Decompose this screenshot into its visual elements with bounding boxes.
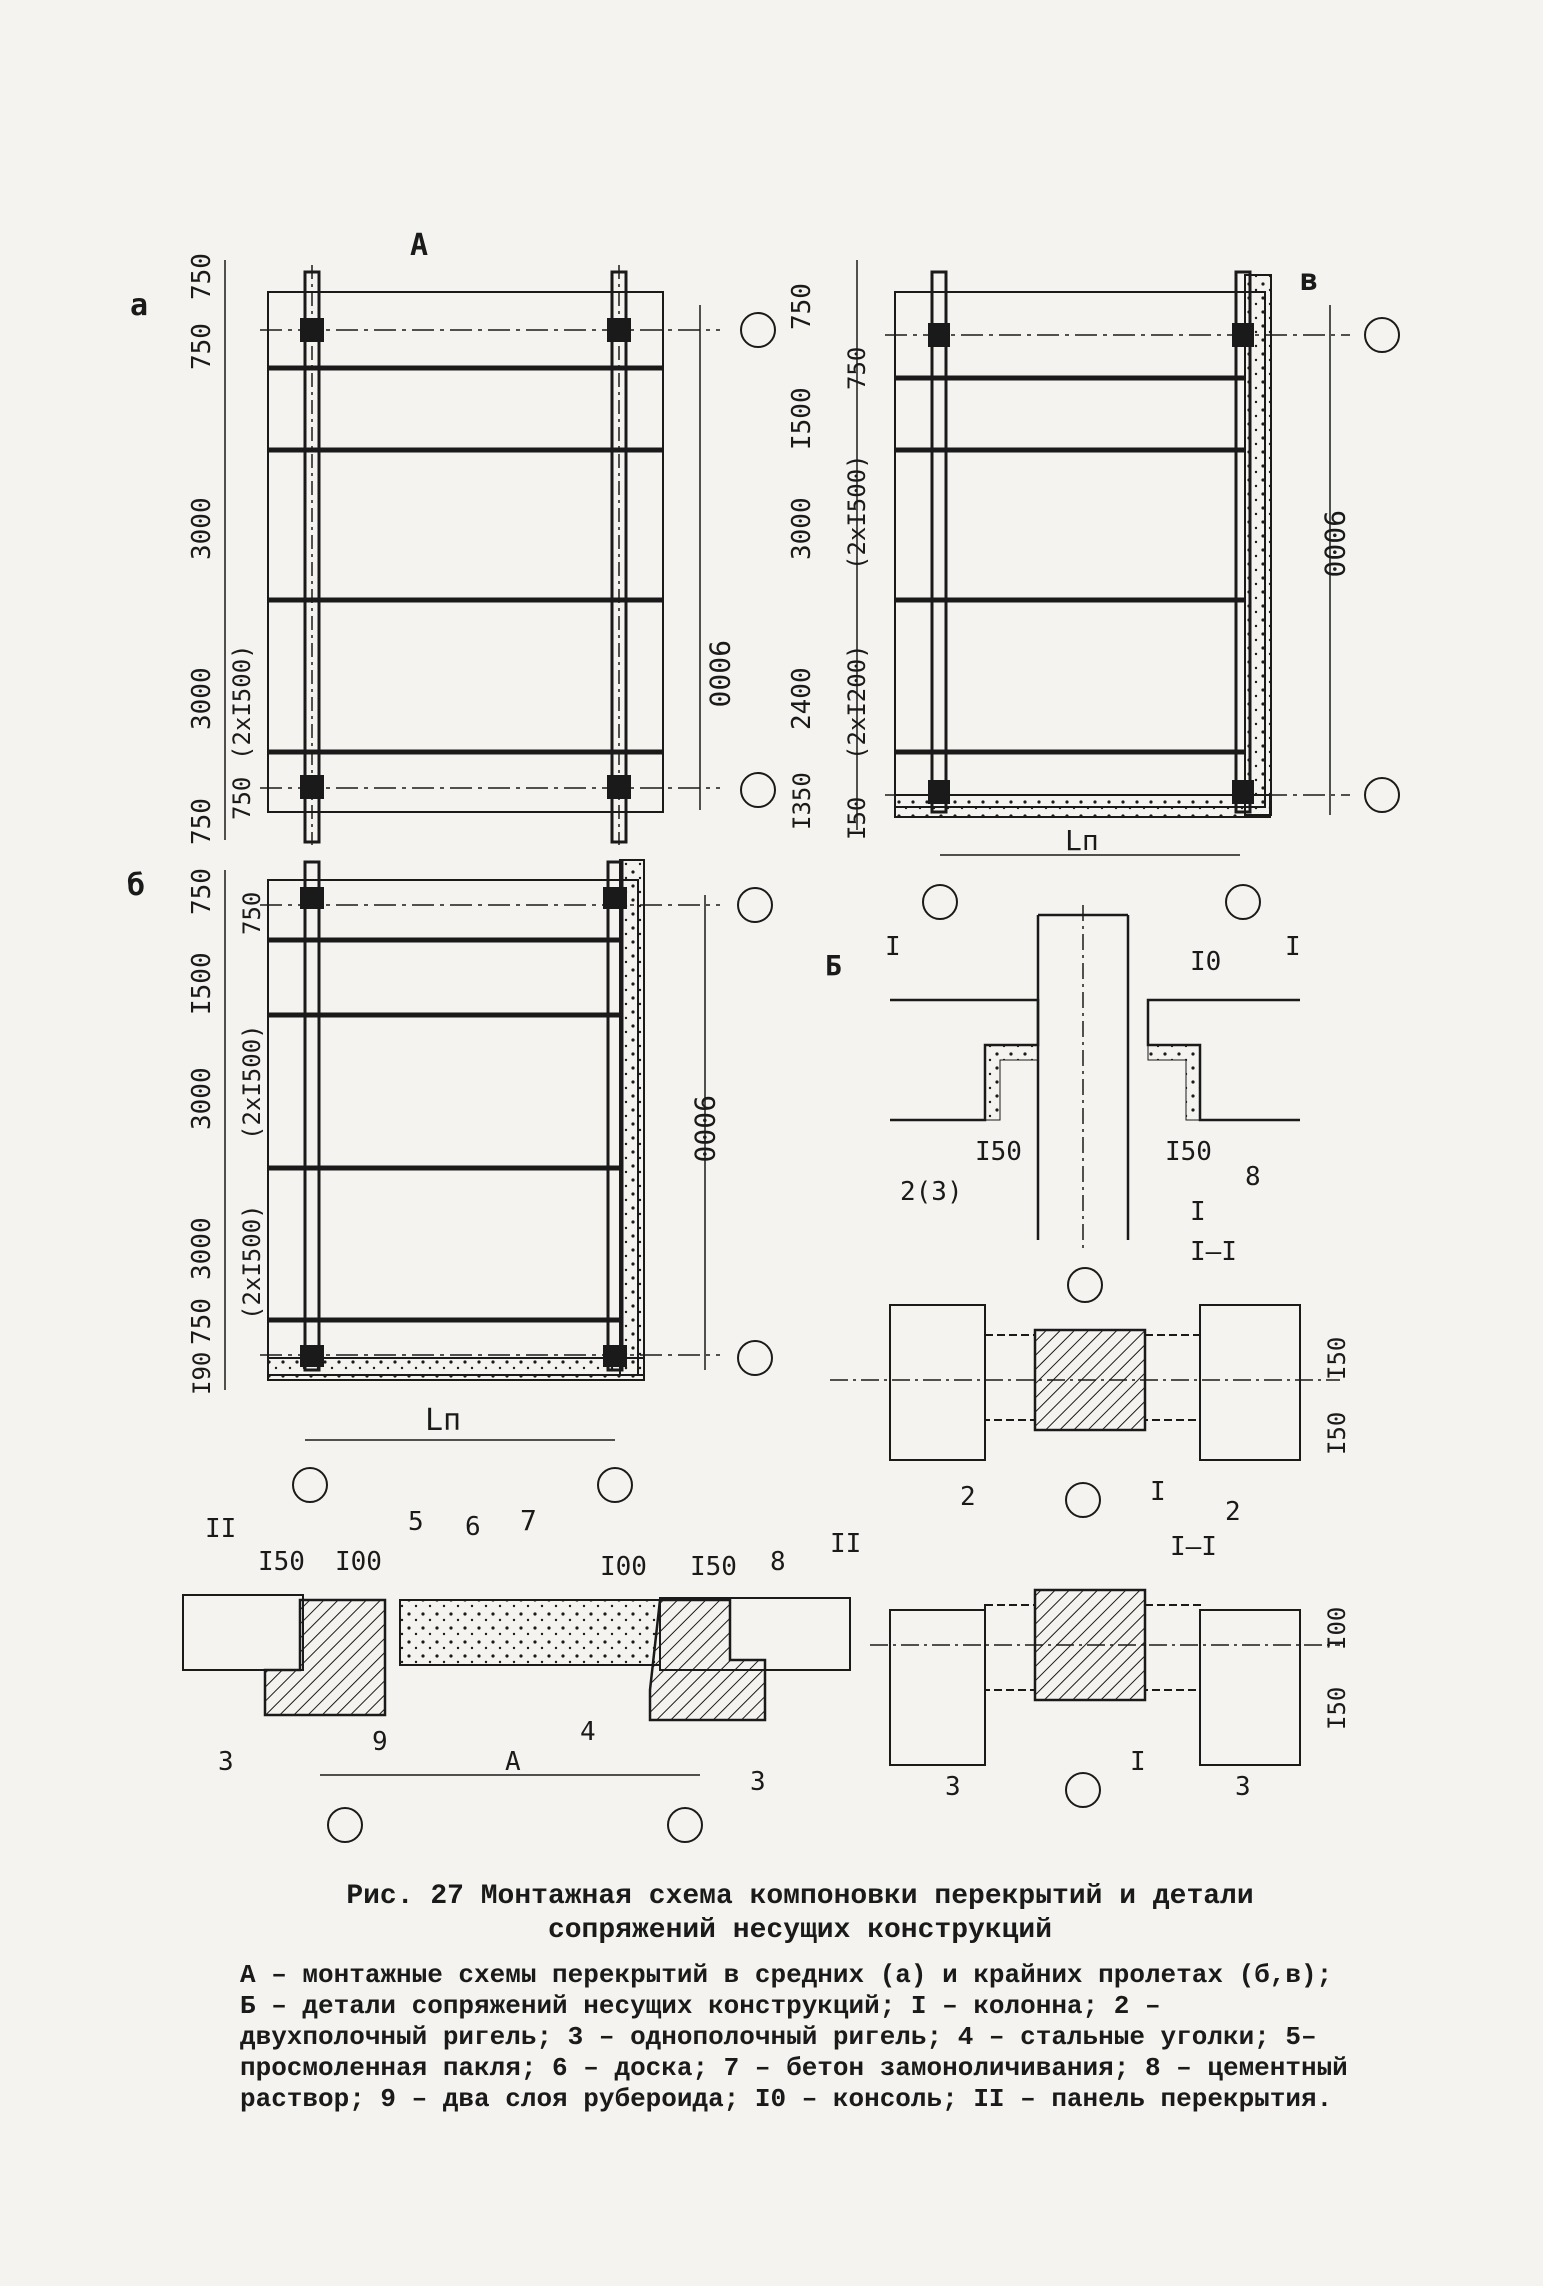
dim-v-1350: I350: [788, 772, 816, 830]
dim-lower-150: I50: [1323, 1687, 1351, 1730]
callout-1-detail: I: [1190, 1197, 1206, 1227]
dim-v-2x1500: (2xI500): [843, 454, 871, 570]
callout-5: 5: [408, 1507, 424, 1537]
callout-6: 6: [465, 1512, 481, 1542]
figure-title: Рис. 27 Монтажная схема компоновки перек…: [240, 1880, 1360, 1948]
section-label-lower: I–I: [1170, 1532, 1217, 1562]
label-detail: Б: [825, 949, 842, 982]
dim-v-150: I50: [843, 797, 871, 840]
figure-title-line1: Рис. 27 Монтажная схема компоновки перек…: [346, 1881, 1254, 1912]
callout-2-3: 2(3): [900, 1177, 963, 1207]
dim-b-2x1500-2: (2xI500): [238, 1204, 266, 1320]
callout-9: 9: [372, 1727, 388, 1757]
callout-2-left: 2: [960, 1482, 976, 1512]
callout-2-right: 2: [1225, 1497, 1241, 1527]
callout-3-right: 3: [750, 1767, 766, 1797]
cut-mark-left: I: [885, 932, 901, 962]
scheme-b: б 750 750 I500 3000 (2xI500) 3000 (2xI50…: [127, 859, 773, 1503]
callout-3-lower-left: 3: [945, 1772, 961, 1802]
label-main-a: А: [410, 228, 428, 263]
dim-a-3000-1: 3000: [187, 497, 217, 560]
dim-detail-150-left: I50: [975, 1137, 1022, 1167]
dim-a-2x1500: (2xI500): [228, 644, 256, 760]
section-i-lower: I–I 3 3 I I00 I50: [870, 1532, 1351, 1808]
label-b: б: [127, 868, 145, 903]
dim-ii-150-right: I50: [690, 1552, 737, 1582]
label-v: в: [1300, 263, 1318, 298]
callout-7: 7: [520, 1504, 537, 1537]
dim-a-3000-2: 3000: [187, 667, 217, 730]
dim-lower-100: I00: [1323, 1607, 1351, 1650]
dim-b-2x1500-1: (2xI500): [238, 1024, 266, 1140]
callout-3-left: 3: [218, 1747, 234, 1777]
dim-detail-150-right: I50: [1165, 1137, 1212, 1167]
callout-1-upper: I: [1150, 1477, 1166, 1507]
cut-mark-right: I: [1285, 932, 1301, 962]
dim-upper-150-1: I50: [1323, 1337, 1351, 1380]
dim-ii-a: А: [505, 1747, 521, 1777]
dim-v-2x1200: (2xI200): [843, 644, 871, 760]
dim-b-1500: I500: [187, 952, 217, 1015]
dim-b-190: I90: [188, 1352, 216, 1395]
callout-4: 4: [580, 1717, 596, 1747]
figure-legend: А – монтажные схемы перекрытий в средних…: [240, 1960, 1364, 2114]
section-ii: II II I50 I00 I00 I50 5 6 7 8 3 9 4 3 А: [182, 1504, 861, 1843]
section-i-upper: I–I 2 2 I I50 I50: [830, 1237, 1351, 1527]
dim-ii-150-left: I50: [258, 1547, 305, 1577]
dim-v-9000: 9000: [1318, 510, 1351, 577]
dim-ii-100-right: I00: [600, 1552, 647, 1582]
dim-b-3000-2: 3000: [187, 1217, 217, 1280]
figure-title-line2: сопряжений несущих конструкций: [547, 1915, 1053, 1946]
detail-b: Б I I I0 I50 I50 2(3) 8 I: [825, 905, 1301, 1303]
dim-ii-100-left: I00: [335, 1547, 382, 1577]
callout-3-lower-right: 3: [1235, 1772, 1251, 1802]
scheme-a: А а 750 750 3000 3000 (2xI500) 750 750 9…: [130, 228, 776, 845]
dim-v-3000: 3000: [787, 497, 817, 560]
dim-upper-150-2: I50: [1323, 1412, 1351, 1455]
dim-a-750-2: 750: [187, 323, 217, 370]
dim-v-ln: Lп: [1065, 824, 1099, 857]
dim-v-750-2: 750: [843, 347, 871, 390]
label-a: а: [130, 288, 148, 323]
dim-a-750-3: 750: [228, 777, 256, 820]
dim-a-750-4: 750: [187, 798, 217, 845]
section-label-upper: I–I: [1190, 1237, 1237, 1267]
callout-8-detail: 8: [1245, 1162, 1261, 1192]
dim-b-750-2: 750: [238, 892, 266, 935]
dim-a-750-1: 750: [187, 253, 217, 300]
dim-v-2400: 2400: [787, 667, 817, 730]
callout-10: I0: [1190, 947, 1221, 977]
callout-11-right: II: [830, 1529, 861, 1559]
dim-a-9000: 9000: [703, 640, 736, 707]
dim-b-3000-1: 3000: [187, 1067, 217, 1130]
scheme-v: в 750 750 I500 3000 (2xI500) 2400 (2xI20…: [787, 260, 1400, 920]
dim-b-9000: 9000: [688, 1095, 721, 1162]
dim-v-1500: I500: [787, 387, 817, 450]
callout-1-lower: I: [1130, 1747, 1146, 1777]
dim-v-750-1: 750: [787, 283, 817, 330]
dim-b-750-3: 750: [187, 1298, 217, 1345]
callout-8-ii: 8: [770, 1547, 786, 1577]
dim-b-ln: Lп: [425, 1403, 461, 1438]
dim-b-750-1: 750: [187, 868, 217, 915]
callout-11-left: II: [205, 1514, 236, 1544]
